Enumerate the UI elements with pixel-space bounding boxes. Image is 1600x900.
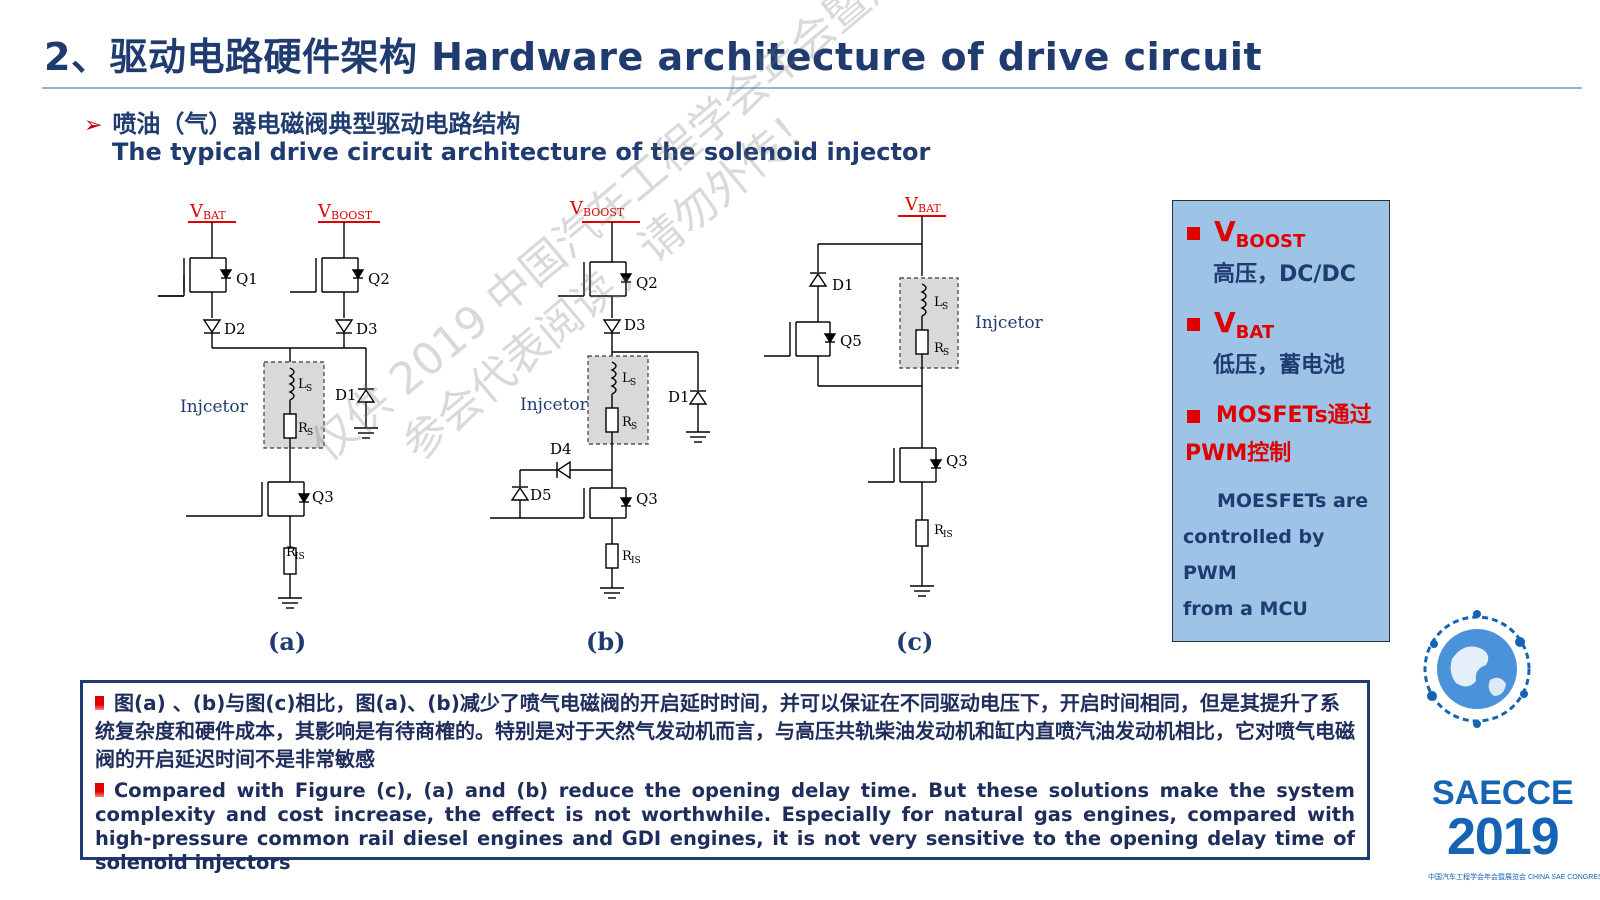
a-vbat-sub: BAT xyxy=(203,209,226,222)
a-d2-label: D2 xyxy=(224,320,246,338)
conclusion-note: 图(a) 、(b)与图(c)相比，图(a)、(b)减少了喷气电磁阀的开启延时时间… xyxy=(80,680,1370,874)
a-ls-label: L xyxy=(298,377,307,392)
c-ris-sub: IS xyxy=(943,530,953,540)
c-q3-label: Q3 xyxy=(946,452,968,470)
caption-b: (b) xyxy=(586,627,626,656)
c-rs-label: R xyxy=(934,341,945,356)
a-rs-label: R xyxy=(298,421,309,436)
b-ls-label: L xyxy=(622,371,631,386)
note-bullet-icon xyxy=(95,783,104,797)
mos-line2: PWM控制 xyxy=(1185,441,1292,466)
a-ris-sub: IS xyxy=(295,552,305,562)
vboost-row: VBOOST xyxy=(1183,215,1379,252)
c-rs-sub: S xyxy=(943,348,949,358)
c-ls-label: L xyxy=(934,295,943,310)
en-line1: MOESFETs are xyxy=(1217,490,1369,512)
vbat-label: VBAT xyxy=(1214,306,1275,343)
a-vboost-sub: BOOST xyxy=(331,209,373,222)
circuit-b xyxy=(490,221,710,599)
a-q1-label: Q1 xyxy=(236,270,258,288)
square-bullet-icon xyxy=(1187,227,1200,240)
b-d3-label: D3 xyxy=(624,316,646,334)
saecce-logo-text: SAECCE 2019 xyxy=(1432,775,1574,863)
note-zh-text: 图(a) 、(b)与图(c)相比，图(a)、(b)减少了喷气电磁阀的开启延时时间… xyxy=(95,691,1355,771)
b-ls-sub: S xyxy=(630,378,636,388)
a-q3-label: Q3 xyxy=(312,488,334,506)
vboost-label: VBOOST xyxy=(1214,215,1306,252)
arrow-bullet-icon: ➢ xyxy=(84,113,103,138)
b-d1-label: D1 xyxy=(668,388,690,406)
square-bullet-icon xyxy=(1187,318,1200,331)
vbat-row: VBAT xyxy=(1183,306,1379,343)
en-line2: controlled by PWM xyxy=(1183,526,1325,584)
b-rs-label: R xyxy=(622,415,633,430)
saecce-globe-logo xyxy=(1423,610,1531,728)
circuit-a xyxy=(158,221,380,609)
c-ls-sub: S xyxy=(942,302,948,312)
b-injector-label: Injcetor xyxy=(520,395,589,415)
logo-name: SAECCE xyxy=(1432,774,1574,812)
a-vbat-label: V xyxy=(189,201,204,222)
subtitle-zh-text: 喷油（气）器电磁阀典型驱动电路结构 xyxy=(112,110,521,138)
mos-en-desc: MOESFETs are controlled by PWM from a MC… xyxy=(1183,483,1379,627)
a-rs-sub: S xyxy=(307,428,313,438)
vboost-desc: 高压，DC/DC xyxy=(1213,262,1356,287)
subtitle-en: The typical drive circuit architecture o… xyxy=(112,138,931,166)
title-divider xyxy=(42,87,1582,89)
b-q2-label: Q2 xyxy=(636,274,658,292)
c-vbat-label: V xyxy=(904,194,919,215)
c-d1-label: D1 xyxy=(832,276,854,294)
b-vboost-label: V xyxy=(569,198,584,219)
a-d3-label: D3 xyxy=(356,320,378,338)
c-injector-label: Injcetor xyxy=(975,313,1044,333)
mos-row: MOSFETs通过 xyxy=(1183,397,1379,435)
c-vbat-sub: BAT xyxy=(918,202,941,215)
a-d1-label: D1 xyxy=(335,386,357,404)
b-ris-label: R xyxy=(622,549,633,564)
en-line3: from a MCU xyxy=(1183,598,1308,620)
note-bullet-icon xyxy=(95,696,104,710)
caption-a: (a) xyxy=(268,627,306,656)
b-d5-label: D5 xyxy=(530,486,552,504)
b-ris-sub: IS xyxy=(631,556,641,566)
b-rs-sub: S xyxy=(631,422,637,432)
a-vboost-label: V xyxy=(317,201,332,222)
circuit-c xyxy=(764,215,959,597)
a-injector-label: Injcetor xyxy=(180,397,249,417)
b-vboost-sub: BOOST xyxy=(583,206,625,219)
note-en-text: Compared with Figure (c), (a) and (b) re… xyxy=(95,779,1355,874)
logo-caption: 中国汽车工程学会年会暨展览会 CHINA SAE CONGRESS & EXHI… xyxy=(1428,874,1600,881)
page-title: 2、驱动电路硬件架构 Hardware architecture of driv… xyxy=(44,35,1263,79)
vbat-desc: 低压，蓄电池 xyxy=(1213,353,1346,378)
a-q2-label: Q2 xyxy=(368,270,390,288)
b-d4-label: D4 xyxy=(550,440,572,458)
note-zh: 图(a) 、(b)与图(c)相比，图(a)、(b)减少了喷气电磁阀的开启延时时间… xyxy=(95,689,1355,773)
square-bullet-icon xyxy=(1187,409,1200,423)
c-q5-label: Q5 xyxy=(840,332,862,350)
c-ris-label: R xyxy=(934,523,945,538)
a-ris-label: R xyxy=(286,545,297,560)
caption-c: (c) xyxy=(896,627,933,656)
b-q3-label: Q3 xyxy=(636,490,658,508)
logo-year: 2019 xyxy=(1447,808,1560,866)
a-ls-sub: S xyxy=(306,384,312,394)
mos-line1: MOSFETs通过 xyxy=(1216,403,1372,428)
info-sidebox: VBOOST 高压，DC/DC VBAT 低压，蓄电池 MOSFETs通过 PW… xyxy=(1172,200,1390,642)
subtitle-zh: ➢ 喷油（气）器电磁阀典型驱动电路结构 xyxy=(84,104,520,139)
note-en: Compared with Figure (c), (a) and (b) re… xyxy=(95,779,1355,875)
